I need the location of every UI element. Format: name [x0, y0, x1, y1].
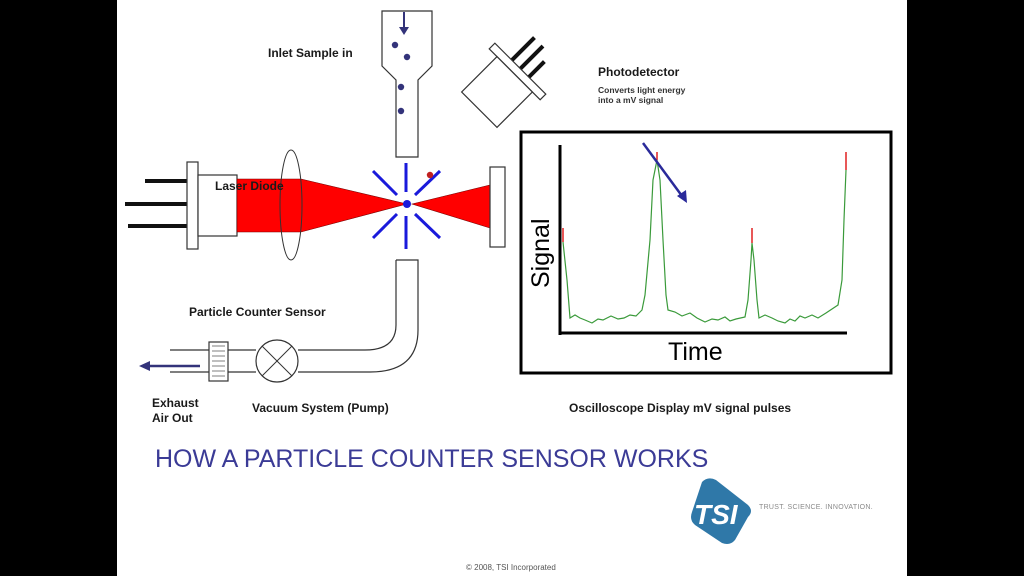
slide-title: HOW A PARTICLE COUNTER SENSOR WORKS	[155, 445, 708, 473]
pump-icon	[255, 339, 299, 383]
sensor-label: Particle Counter Sensor	[189, 305, 326, 319]
logo-tagline: TRUST. SCIENCE. INNOVATION.	[759, 504, 873, 511]
oscilloscope-label: Oscilloscope Display mV signal pulses	[569, 401, 791, 415]
particle	[397, 107, 405, 115]
laser-diode	[125, 161, 238, 250]
particle	[391, 41, 399, 49]
oscilloscope-display: Signal Time	[519, 130, 893, 375]
vacuum-label: Vacuum System (Pump)	[252, 401, 389, 415]
signal-arrow-icon	[641, 142, 687, 203]
x-axis-label: Time	[668, 338, 723, 366]
copyright: © 2008, TSI Incorporated	[466, 563, 556, 572]
logo-mark: TSI	[694, 499, 739, 530]
filter-icon	[208, 341, 229, 382]
inlet-tube	[381, 10, 433, 158]
exhaust-label-2: Air Out	[152, 411, 193, 425]
beam-stop	[489, 166, 506, 248]
exhaust-arrow-icon	[139, 361, 200, 371]
laser-beam	[236, 178, 491, 233]
y-axis-label: Signal	[527, 219, 555, 289]
particle	[403, 53, 411, 61]
peak-markers	[562, 152, 847, 243]
exhaust-label-1: Exhaust	[152, 396, 199, 410]
particle-red	[426, 171, 434, 179]
scattering-particle	[403, 200, 411, 208]
tsi-logo: TSI TRUST. SCIENCE. INNOVATION.	[691, 478, 873, 544]
photodetector-label: Photodetector	[598, 65, 680, 79]
light-scatter-icon	[371, 163, 442, 249]
photodetector-icon	[460, 36, 547, 129]
particle	[397, 83, 405, 91]
photodetector-desc-1: Converts light energy	[598, 85, 686, 95]
laser-diode-label: Laser Diode	[215, 179, 284, 193]
outlet-tube	[170, 259, 419, 373]
inlet-label: Inlet Sample in	[268, 46, 353, 60]
focusing-lens	[279, 149, 303, 261]
photodetector-desc-2: into a mV signal	[598, 95, 663, 105]
signal-trace	[562, 159, 847, 324]
inlet-arrow-icon	[399, 12, 409, 35]
